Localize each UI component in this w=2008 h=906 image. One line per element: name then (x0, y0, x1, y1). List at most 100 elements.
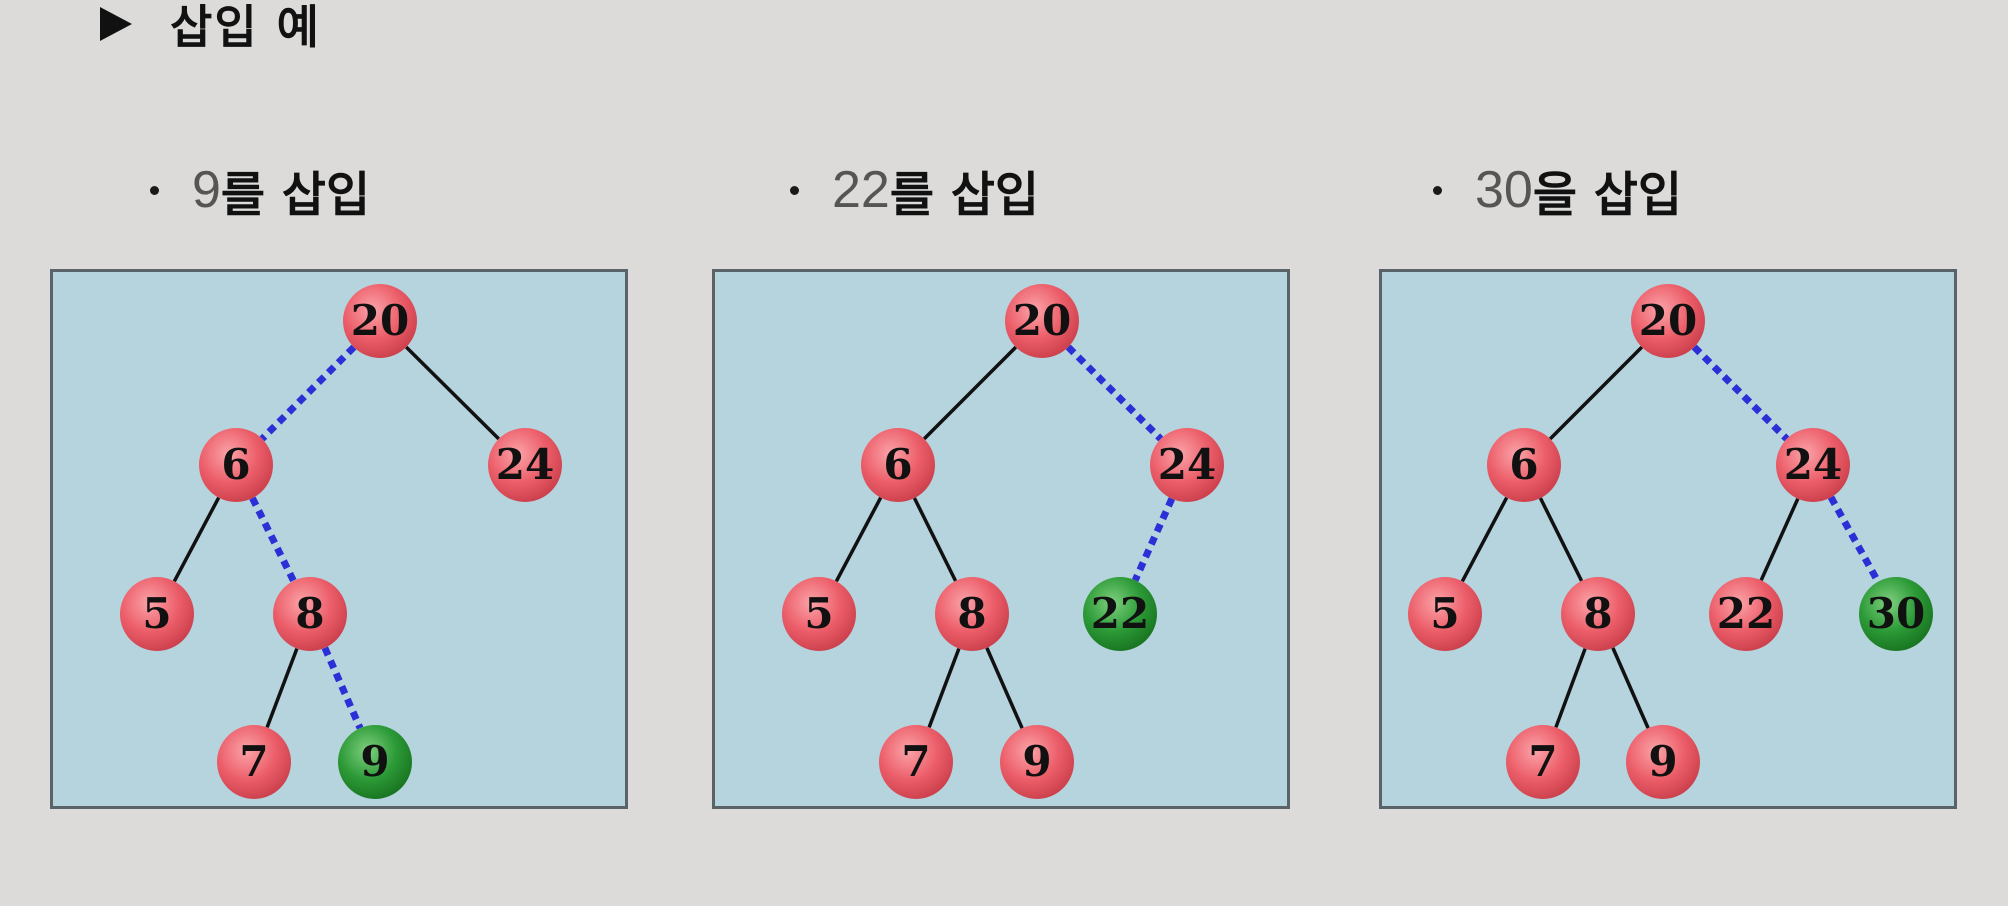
caption-text: 을 삽입 (1532, 167, 1683, 223)
tree-edge (405, 345, 500, 441)
caption-number: 9 (192, 161, 221, 219)
node-circle (782, 577, 856, 651)
caption-text: 를 삽입 (889, 167, 1040, 223)
node-circle (1709, 577, 1783, 651)
node-label: 24 (496, 440, 554, 489)
node-label: 9 (1022, 737, 1051, 786)
tree-node: 9 (1000, 725, 1074, 799)
tree-node: 8 (935, 577, 1009, 651)
node-label: 8 (295, 589, 324, 638)
tree-node: 20 (1631, 284, 1705, 358)
tree-edge (1611, 647, 1650, 729)
node-circle (1005, 284, 1079, 358)
tree-edge (1460, 496, 1509, 583)
tree-node: 7 (1506, 725, 1580, 799)
tree-diagram: 20 6 24 5 8 22 30 7 9 (1408, 284, 1933, 799)
tree-node: 8 (273, 577, 347, 651)
tree-edge (1548, 345, 1644, 441)
tree-node: 24 (1150, 428, 1224, 502)
tree-node: 7 (217, 725, 291, 799)
node-label: 9 (360, 737, 389, 786)
node-label: 24 (1784, 440, 1842, 489)
tree-node: 22 (1709, 577, 1783, 651)
node-circle (273, 577, 347, 651)
node-label: 5 (142, 589, 171, 638)
tree-diagram-box: 20 6 24 5 8 7 9 (50, 269, 628, 809)
node-label: 22 (1717, 589, 1775, 638)
tree-edge (1554, 648, 1587, 728)
tree-node: 24 (1776, 428, 1850, 502)
tree-diagram-box: 20 6 24 5 8 22 30 7 9 (1379, 269, 1957, 809)
insertion-path-edge (1131, 497, 1176, 582)
tree-edge (985, 647, 1024, 729)
tree-node: 5 (120, 577, 194, 651)
node-label: 8 (1583, 589, 1612, 638)
tree-node: 8 (1561, 577, 1635, 651)
node-label: 7 (901, 737, 930, 786)
node-label: 5 (1430, 589, 1459, 638)
node-circle (879, 725, 953, 799)
tree-node: 7 (879, 725, 953, 799)
node-label: 6 (1509, 440, 1538, 489)
node-label: 9 (1648, 737, 1677, 786)
node-label: 20 (351, 296, 409, 345)
caption-number: 22 (832, 161, 890, 219)
tree-node: 20 (1005, 284, 1079, 358)
tree-node: 9 (1626, 725, 1700, 799)
tree-node: 20 (343, 284, 417, 358)
node-label: 20 (1013, 296, 1071, 345)
tree-node: 5 (1408, 577, 1482, 651)
insertion-path-edge (1827, 495, 1882, 584)
tree-edge (1538, 497, 1584, 582)
tree-edge (834, 496, 883, 583)
node-circle (338, 725, 412, 799)
node-circle (1626, 725, 1700, 799)
node-label: 20 (1639, 296, 1697, 345)
tree-node: 24 (488, 428, 562, 502)
node-label: 7 (1528, 737, 1557, 786)
tree-edge (265, 647, 299, 729)
node-circle (1000, 725, 1074, 799)
panel-caption: 30 을 삽입 (1433, 150, 1682, 230)
node-circle (120, 577, 194, 651)
bullet-icon (790, 185, 799, 195)
insertion-path-edge (259, 344, 357, 442)
tree-edge (1759, 498, 1800, 581)
node-label: 6 (221, 440, 250, 489)
panel-caption: 9 를 삽입 (150, 150, 370, 230)
tree-node: 6 (1487, 428, 1561, 502)
insertion-path-edge (1065, 344, 1164, 442)
node-label: 24 (1158, 440, 1216, 489)
node-circle (1408, 577, 1482, 651)
bullet-icon (1433, 185, 1442, 195)
tree-edge (912, 497, 958, 582)
tree-diagram: 20 6 24 5 8 7 9 (120, 284, 562, 799)
node-circle (1083, 577, 1157, 651)
insertion-path-edge (1691, 344, 1790, 442)
caption-number: 30 (1475, 161, 1533, 219)
tree-edge (172, 496, 221, 583)
node-circle (1561, 577, 1635, 651)
node-label: 5 (804, 589, 833, 638)
node-circle (1631, 284, 1705, 358)
node-circle (935, 577, 1009, 651)
node-label: 22 (1091, 589, 1149, 638)
inserted-node: 30 (1859, 577, 1933, 651)
node-label: 30 (1867, 589, 1925, 638)
node-circle (861, 428, 935, 502)
node-circle (217, 725, 291, 799)
tree-edge (927, 647, 961, 729)
node-circle (343, 284, 417, 358)
tree-node: 5 (782, 577, 856, 651)
inserted-node: 22 (1083, 577, 1157, 651)
bullet-icon (150, 185, 159, 195)
node-circle (1487, 428, 1561, 502)
right-triangle-icon (100, 7, 132, 41)
inserted-node: 9 (338, 725, 412, 799)
node-circle (199, 428, 273, 502)
node-label: 8 (957, 589, 986, 638)
insertion-path-edge (321, 646, 364, 730)
section-title: 삽입 예 (170, 0, 321, 54)
panel-caption: 22 를 삽입 (790, 150, 1039, 230)
